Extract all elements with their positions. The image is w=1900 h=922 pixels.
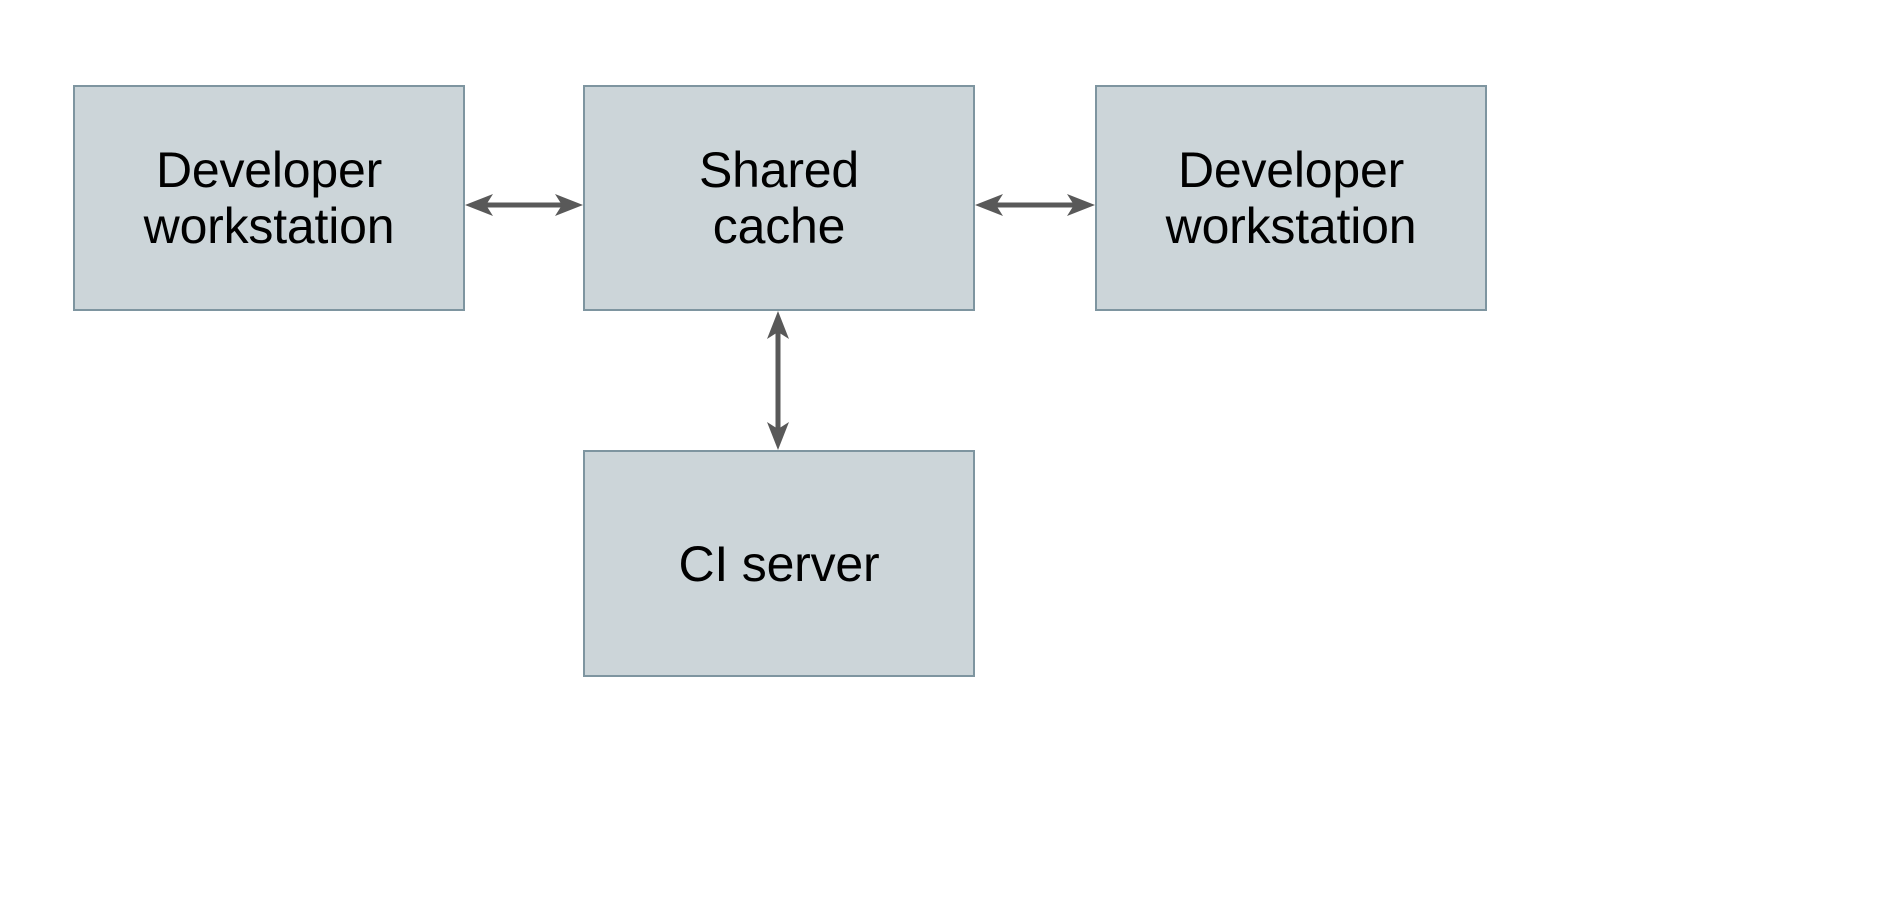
arrowhead-right-icon bbox=[555, 194, 583, 216]
node-label: Shared cache bbox=[698, 142, 860, 254]
arrowhead-down-icon bbox=[767, 422, 789, 450]
node-developer-workstation-left[interactable]: Developer workstation bbox=[73, 85, 465, 311]
node-developer-workstation-right[interactable]: Developer workstation bbox=[1095, 85, 1487, 311]
arrowhead-right-icon bbox=[1067, 194, 1095, 216]
connector-cache-to-ci[interactable] bbox=[748, 309, 808, 452]
node-label: Developer workstation bbox=[143, 142, 395, 254]
arrowhead-left-icon bbox=[465, 194, 493, 216]
node-ci-server[interactable]: CI server bbox=[583, 450, 975, 677]
connector-cache-to-right[interactable] bbox=[973, 175, 1097, 235]
node-label: Developer workstation bbox=[1165, 142, 1417, 254]
connector-left-to-cache[interactable] bbox=[463, 175, 585, 235]
arrowhead-left-icon bbox=[975, 194, 1003, 216]
arrowhead-up-icon bbox=[767, 311, 789, 339]
node-shared-cache[interactable]: Shared cache bbox=[583, 85, 975, 311]
node-label: CI server bbox=[678, 535, 880, 592]
